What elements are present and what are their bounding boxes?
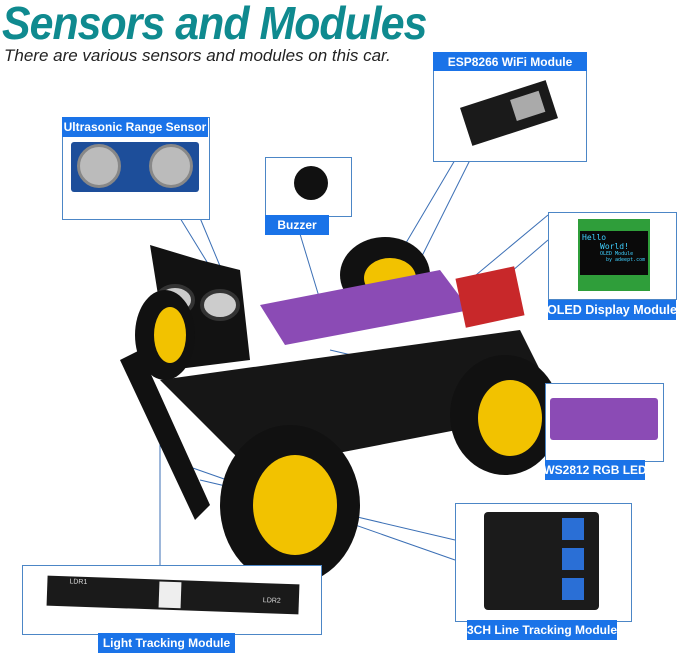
- esp8266-image: [460, 80, 558, 146]
- line-tracking-image: [484, 512, 599, 610]
- wheel-front-right: [450, 355, 560, 475]
- buzzer-frame: [265, 157, 352, 217]
- oled-text-line: Hello: [582, 233, 607, 242]
- ws2812-frame: [545, 383, 664, 462]
- wheel-rear-left: [135, 290, 195, 380]
- line-tracking-frame: [455, 503, 632, 622]
- oled-text-line: World!: [600, 242, 629, 251]
- light-tracking-image: LDR1 LDR2: [46, 575, 300, 615]
- ldr1-text: LDR1: [69, 578, 88, 586]
- page-title: Sensors and Modules: [2, 0, 427, 49]
- ws2812-image: [550, 398, 658, 440]
- buzzer-label: Buzzer: [265, 215, 329, 235]
- light-tracking-frame: LDR1 LDR2: [22, 565, 322, 635]
- oled-frame: Hello World! OLED Module by adeept.com: [548, 212, 677, 300]
- page-subtitle: There are various sensors and modules on…: [4, 46, 391, 65]
- wheel-front-left: [220, 425, 360, 585]
- buzzer-image: [294, 166, 328, 200]
- ldr2-text: LDR2: [262, 597, 281, 605]
- esp8266-label: ESP8266 WiFi Module: [433, 52, 587, 71]
- ultrasonic-label: Ultrasonic Range Sensor: [62, 117, 208, 137]
- oled-image: Hello World! OLED Module by adeept.com: [578, 219, 650, 291]
- ultrasonic-sensor-image: [71, 142, 199, 192]
- line-tracking-label: 3CH Line Tracking Module: [467, 620, 617, 640]
- oled-label: OLED Display Module: [547, 300, 677, 320]
- light-tracking-label: Light Tracking Module: [98, 633, 235, 653]
- oled-text-line: OLED Module: [600, 251, 634, 257]
- ws2812-label: WS2812 RGB LED: [543, 460, 647, 480]
- oled-text-line: by adeept.com: [606, 257, 646, 263]
